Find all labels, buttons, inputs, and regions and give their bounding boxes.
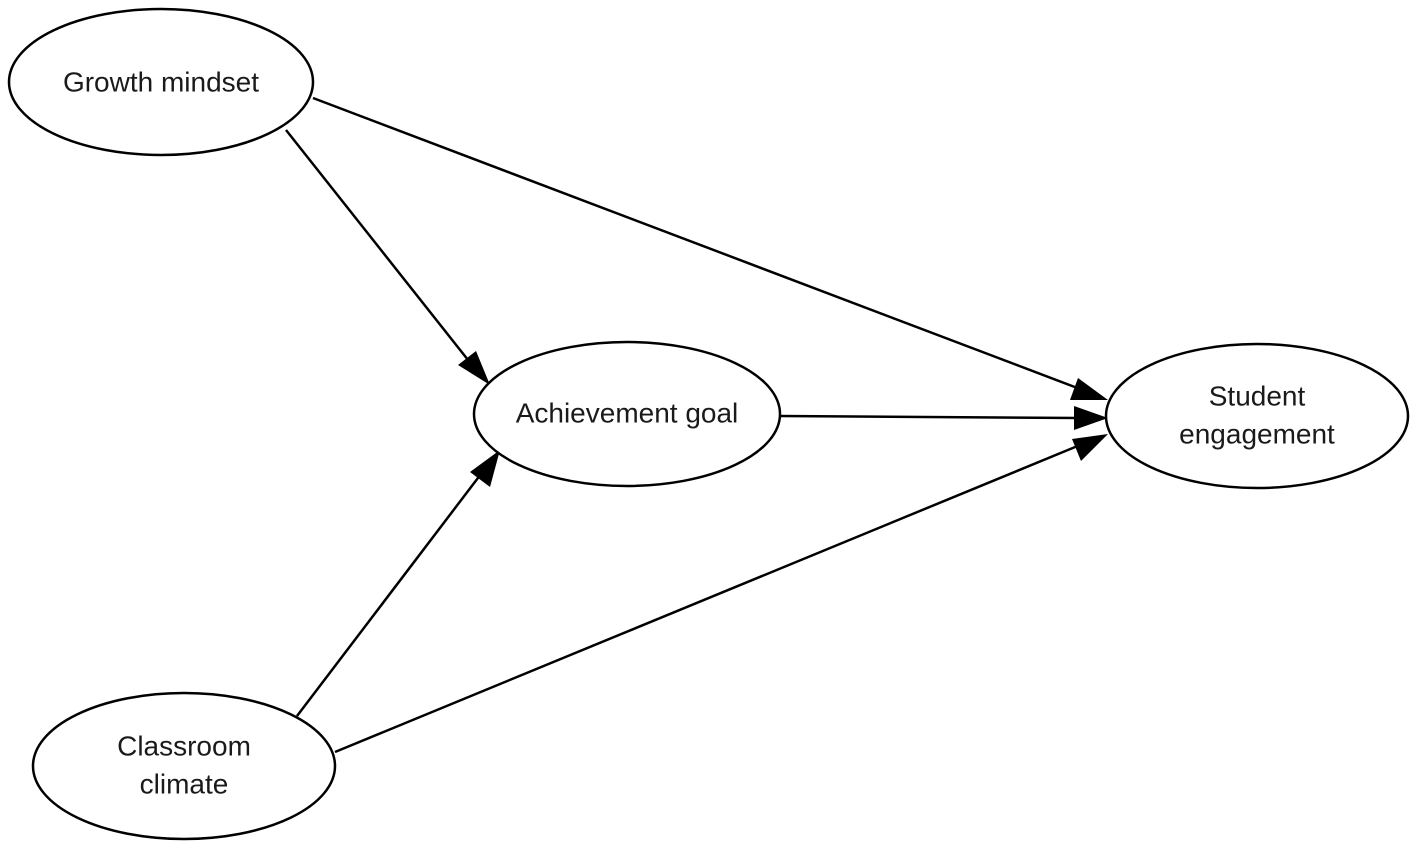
arrowhead-achievement-goal-to-student-engagement [1074,406,1108,430]
node-growth-mindset-ellipse [7,7,315,157]
edge-classroom-climate-to-student-engagement [334,443,1081,754]
node-growth-mindset-label: Growth mindset [63,66,259,97]
nodes-group: Growth mindset Achievement goal Student … [7,7,1410,841]
arrowhead-growth-mindset-to-student-engagement [1070,378,1108,400]
node-student-engagement: Student engagement [1104,342,1410,490]
node-growth-mindset: Growth mindset [7,7,315,157]
edge-classroom-climate-to-achievement-goal [296,469,485,717]
node-classroom-climate-label-line1: Classroom [117,730,251,761]
edges-group [285,96,1108,754]
edge-growth-mindset-to-achievement-goal [285,129,473,366]
edge-achievement-goal-to-student-engagement [779,414,1079,420]
node-achievement-goal-ellipse [472,340,782,488]
node-achievement-goal-label: Achievement goal [516,397,739,428]
node-student-engagement-label-line1: Student [1209,380,1306,411]
node-classroom-climate-ellipse [31,691,337,841]
arrowhead-growth-mindset-to-achievement-goal [458,351,490,385]
arrowhead-classroom-climate-to-achievement-goal [470,450,500,487]
node-classroom-climate-label-line2: climate [140,768,229,799]
node-student-engagement-ellipse [1104,342,1410,490]
arrowhead-classroom-climate-to-student-engagement [1072,434,1108,461]
node-classroom-climate: Classroom climate [31,691,337,841]
edge-growth-mindset-to-student-engagement [312,96,1081,391]
node-achievement-goal: Achievement goal [472,340,782,488]
node-student-engagement-label-line2: engagement [1179,418,1335,449]
